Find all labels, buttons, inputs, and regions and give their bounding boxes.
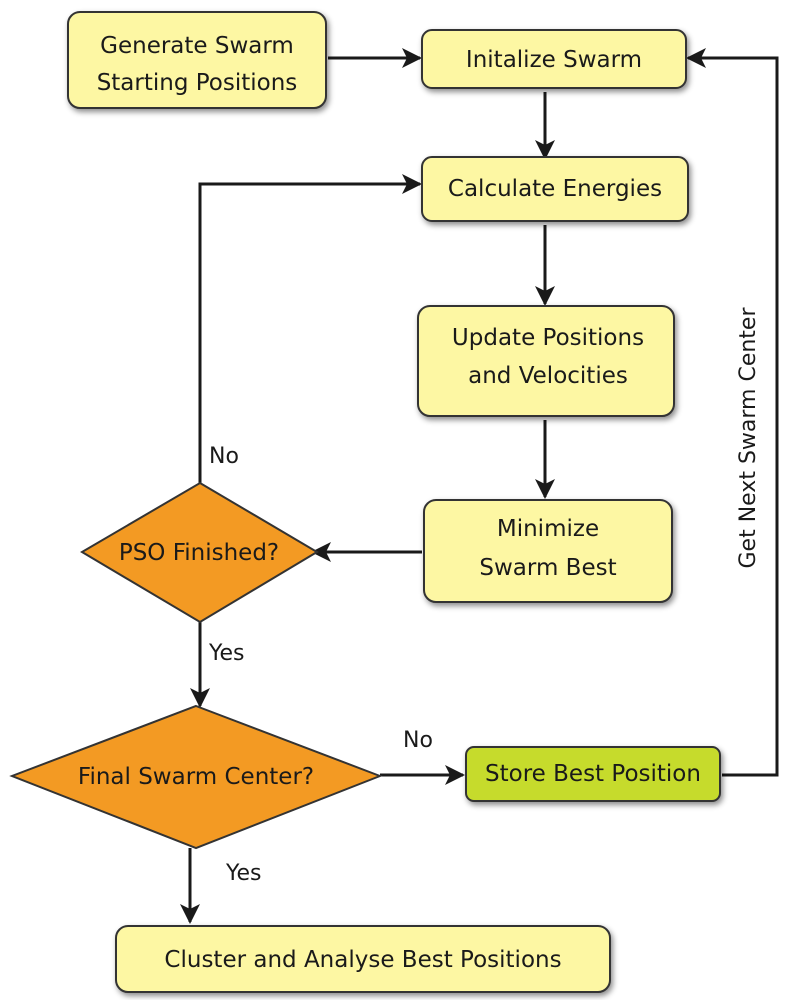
decision-final-swarm-center: Final Swarm Center? [9,704,383,850]
decision-label: Final Swarm Center? [78,764,314,790]
node-label-line1: Minimize [497,516,599,542]
node-label-line2: Swarm Best [479,555,616,581]
decision-label: PSO Finished? [119,540,279,566]
node-generate-swarm-positions: Generate Swarm Starting Positions [67,11,327,109]
node-label: Store Best Position [485,761,701,787]
edge-label-final-yes: Yes [225,861,262,886]
node-label: Calculate Energies [448,176,662,202]
process-box [423,499,673,603]
node-label: Cluster and Analyse Best Positions [164,947,561,973]
process-box [421,29,687,89]
node-calculate-energies: Calculate Energies [421,156,689,222]
edge-label-pso-yes: Yes [208,641,245,666]
edge-pso-no-to-calculate [198,174,422,483]
node-label-line2: Starting Positions [97,70,298,96]
node-label-line1: Generate Swarm [100,33,294,59]
node-label-line1: Update Positions [452,325,644,351]
edge-label-pso-no: No [209,444,239,469]
decision-diamond [9,704,383,850]
node-label-line2: and Velocities [468,363,628,389]
process-box [67,11,327,109]
process-box [421,156,689,222]
node-cluster-analyse: Cluster and Analyse Best Positions [115,925,611,993]
process-box [417,305,675,417]
store-box [465,746,721,802]
node-store-best-position: Store Best Position [465,746,721,802]
node-update-positions-velocities: Update Positions and Velocities [417,305,675,417]
node-initialize-swarm: Initalize Swarm [421,29,687,89]
process-box [115,925,611,993]
decision-diamond [80,481,319,624]
decision-pso-finished: PSO Finished? [80,481,319,624]
node-label: Initalize Swarm [466,47,642,73]
edge-store-best-to-initialize [686,48,779,777]
edge-label-get-next-swarm-center: Get Next Swarm Center [736,307,761,569]
edge-label-final-no: No [403,728,433,753]
node-minimize-swarm-best: Minimize Swarm Best [423,499,673,603]
